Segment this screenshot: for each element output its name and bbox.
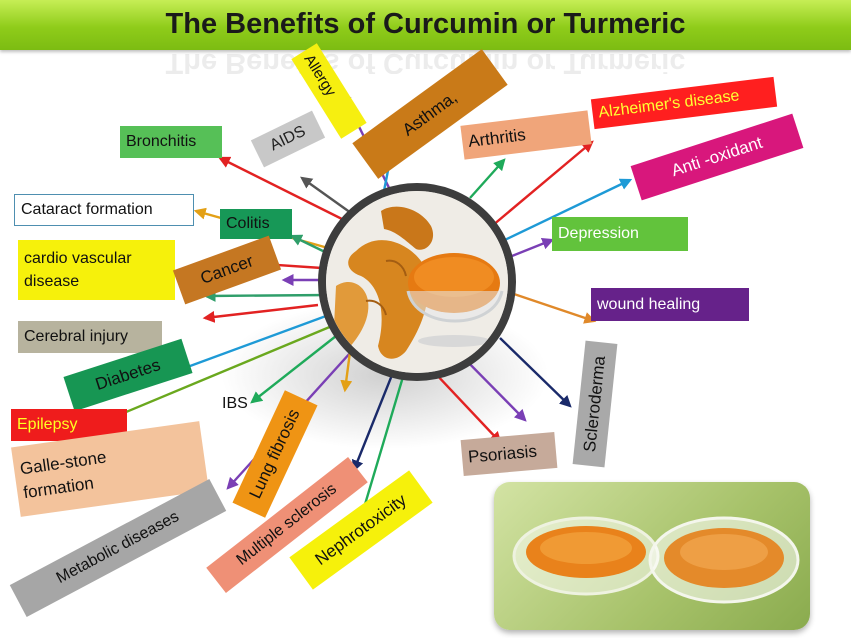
arrow-4 [217, 156, 349, 224]
label-scleroderma-text: Scleroderma [579, 355, 609, 453]
arrow-19 [250, 335, 337, 404]
arrow-18 [92, 324, 333, 427]
arrow-9 [289, 234, 326, 254]
label-bronchitis: Bronchitis [120, 126, 222, 158]
label-colitis: Colitis [220, 209, 292, 239]
arrow-15 [202, 303, 319, 323]
label-gallstone-text: Galle-stone formation [18, 447, 108, 503]
label-cardio: cardio vascular disease [18, 240, 175, 300]
label-wound-text: wound healing [597, 295, 701, 313]
arrow-14 [507, 290, 597, 324]
arrow-17 [499, 337, 572, 408]
label-epilepsy-text: Epilepsy [17, 416, 78, 434]
label-cataract-text: Cataract formation [21, 201, 153, 219]
arrow-10 [506, 237, 555, 260]
label-depression: Depression [552, 217, 688, 251]
arrow-7 [487, 178, 633, 250]
label-cerebral-text: Cerebral injury [24, 328, 129, 346]
label-wound: wound healing [591, 288, 749, 321]
label-ibs-text: IBS [222, 395, 248, 413]
label-colitis-text: Colitis [226, 215, 270, 233]
label-arthritis-text: Arthritis [467, 124, 527, 151]
label-cardio-text: cardio vascular disease [24, 249, 132, 290]
arrow-13 [203, 289, 331, 302]
turmeric-roots-photo [318, 183, 516, 381]
label-cataract: Cataract formation [14, 194, 194, 226]
arrow-5 [469, 158, 506, 199]
title-bar [0, 0, 851, 50]
label-psoriasis-text: Psoriasis [467, 441, 538, 467]
label-bronchitis-text: Bronchitis [126, 133, 197, 151]
arrow-23 [351, 359, 400, 473]
label-depression-text: Depression [558, 225, 639, 243]
label-ibs: IBS [216, 392, 264, 416]
arrow-6 [479, 140, 594, 237]
page-title: The Benefits of Curcumin or Turmeric [165, 8, 686, 40]
label-cerebral: Cerebral injury [18, 321, 162, 353]
turmeric-bowls-photo [494, 482, 810, 630]
arrow-21 [340, 351, 353, 393]
